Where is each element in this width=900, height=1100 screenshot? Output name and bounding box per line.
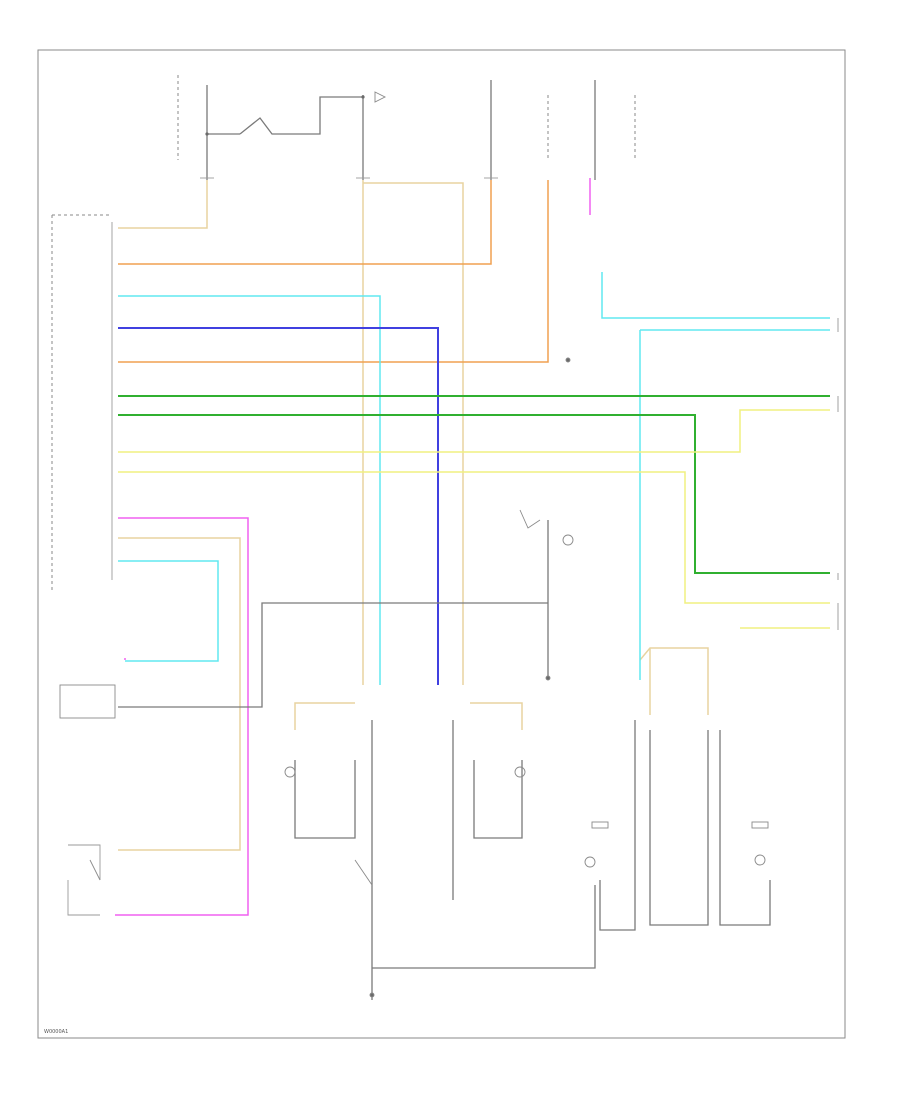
- green-wires: [118, 395, 830, 574]
- blue-wire: [118, 327, 439, 685]
- cyan-wires: [118, 272, 830, 685]
- indicator-icon: [562, 534, 574, 546]
- lamp-icon: [584, 856, 596, 868]
- footer-code: W0000A1: [44, 1029, 68, 1035]
- ground-wires: [67, 520, 771, 1000]
- switch-box: [59, 684, 116, 719]
- yellow-wires: [118, 409, 830, 629]
- power-feeds: [177, 75, 636, 180]
- component-symbols: [59, 357, 769, 998]
- lamp-icon: [754, 854, 766, 866]
- diagram-border: [37, 49, 846, 1039]
- orange-wires: [118, 180, 549, 363]
- tan-wires: [118, 180, 709, 851]
- lamp-icon: [284, 766, 296, 778]
- pink-wires: [115, 178, 591, 916]
- connector-arrow-icon: [374, 91, 387, 103]
- lamp-icon: [514, 766, 526, 778]
- control-module: [51, 214, 113, 590]
